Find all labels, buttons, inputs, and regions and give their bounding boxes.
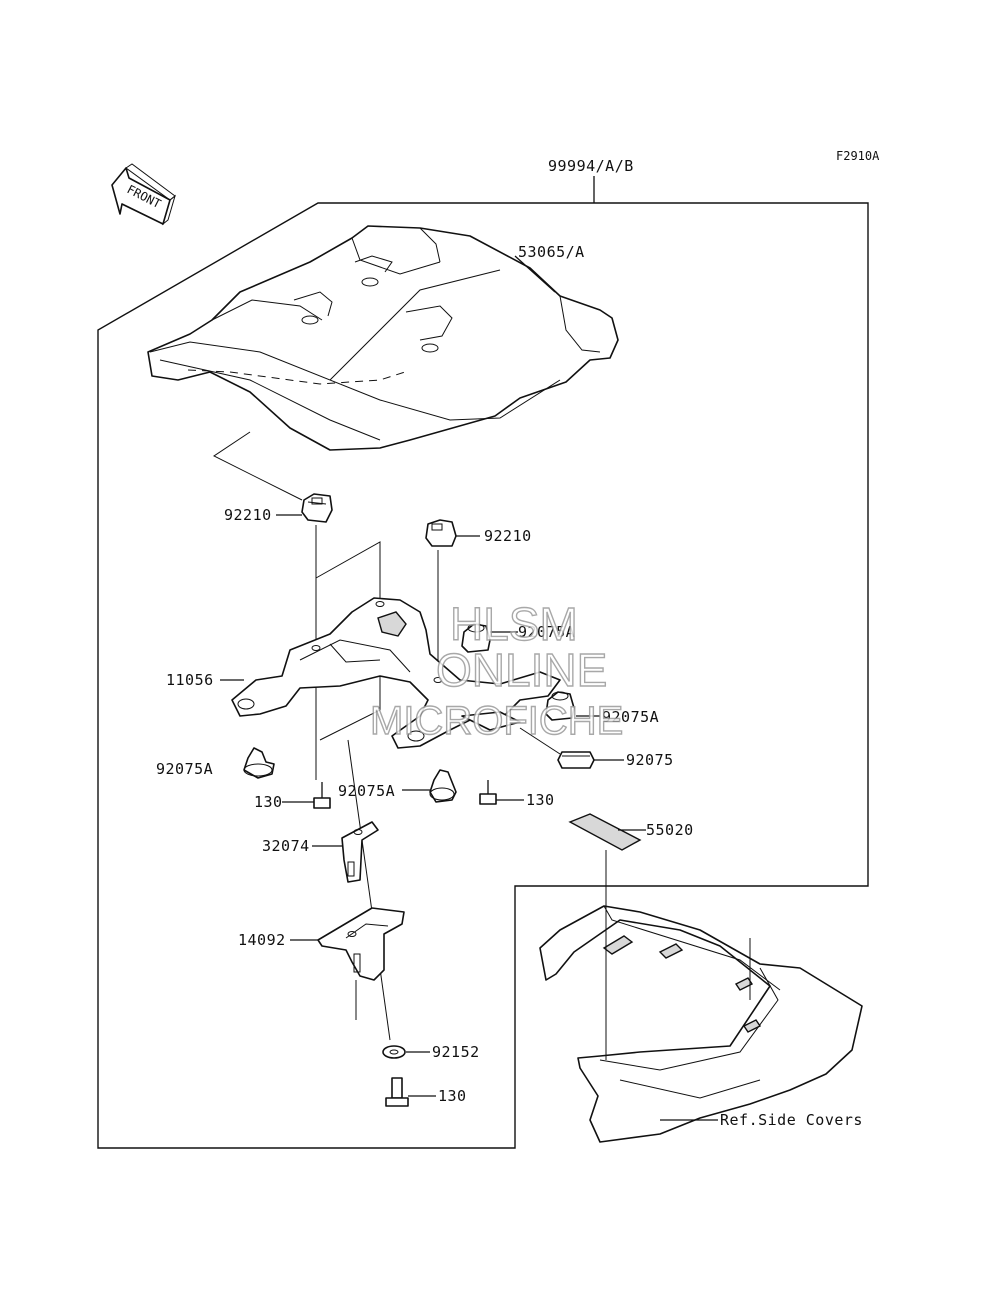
label-damper-left: 92075A bbox=[156, 760, 213, 778]
nut-left bbox=[301, 493, 333, 523]
bolt-right bbox=[479, 780, 497, 805]
watermark-line-3: MICROFICHE bbox=[370, 699, 623, 743]
label-damper-right: 92075A bbox=[602, 708, 659, 726]
label-bolt-right: 130 bbox=[526, 791, 555, 809]
label-damper-pad: 92075 bbox=[626, 751, 674, 769]
figure-code: F2910A bbox=[836, 149, 880, 163]
seat-cover bbox=[147, 225, 619, 451]
kit-frame bbox=[97, 202, 869, 1149]
label-sticker: 55020 bbox=[646, 821, 694, 839]
cover-guide bbox=[213, 431, 303, 501]
label-kit: 99994/A/B bbox=[548, 157, 634, 175]
holder bbox=[317, 907, 405, 981]
watermark-line-1: HLSM bbox=[450, 598, 578, 650]
label-bolt-bottom: 130 bbox=[438, 1087, 467, 1105]
label-cover: 53065/A bbox=[518, 243, 585, 261]
bolt-left bbox=[313, 782, 331, 809]
watermark: HLSM ONLINE MICROFICHE bbox=[369, 597, 624, 743]
cover-leader bbox=[514, 255, 556, 293]
side-covers bbox=[539, 905, 863, 1143]
damper-mid bbox=[429, 769, 457, 803]
label-holder: 14092 bbox=[238, 931, 286, 949]
label-washer: 92152 bbox=[432, 1043, 480, 1061]
bolt-bottom bbox=[385, 1077, 409, 1107]
label-bracket: 11056 bbox=[166, 671, 214, 689]
damper-top bbox=[461, 623, 491, 653]
bracket bbox=[231, 597, 561, 749]
front-arrow-icon: FRONT bbox=[111, 163, 176, 226]
label-plate: 32074 bbox=[262, 837, 310, 855]
plate bbox=[341, 821, 379, 883]
guide-center bbox=[347, 739, 391, 1041]
label-damper-top: 92075A bbox=[518, 623, 575, 641]
sticker bbox=[568, 813, 642, 851]
label-damper-mid: 92075A bbox=[338, 782, 395, 800]
label-bolt-left: 130 bbox=[254, 793, 283, 811]
pad-guide bbox=[519, 727, 561, 755]
damper-right bbox=[545, 691, 575, 721]
washer bbox=[382, 1045, 406, 1059]
label-nut-left: 92210 bbox=[224, 506, 272, 524]
label-nut-right: 92210 bbox=[484, 527, 532, 545]
label-ref: Ref.Side Covers bbox=[720, 1111, 863, 1129]
watermark-line-2: ONLINE bbox=[436, 644, 607, 696]
damper-left bbox=[243, 747, 275, 779]
damper-pad bbox=[557, 751, 595, 769]
nut-right bbox=[425, 519, 457, 547]
